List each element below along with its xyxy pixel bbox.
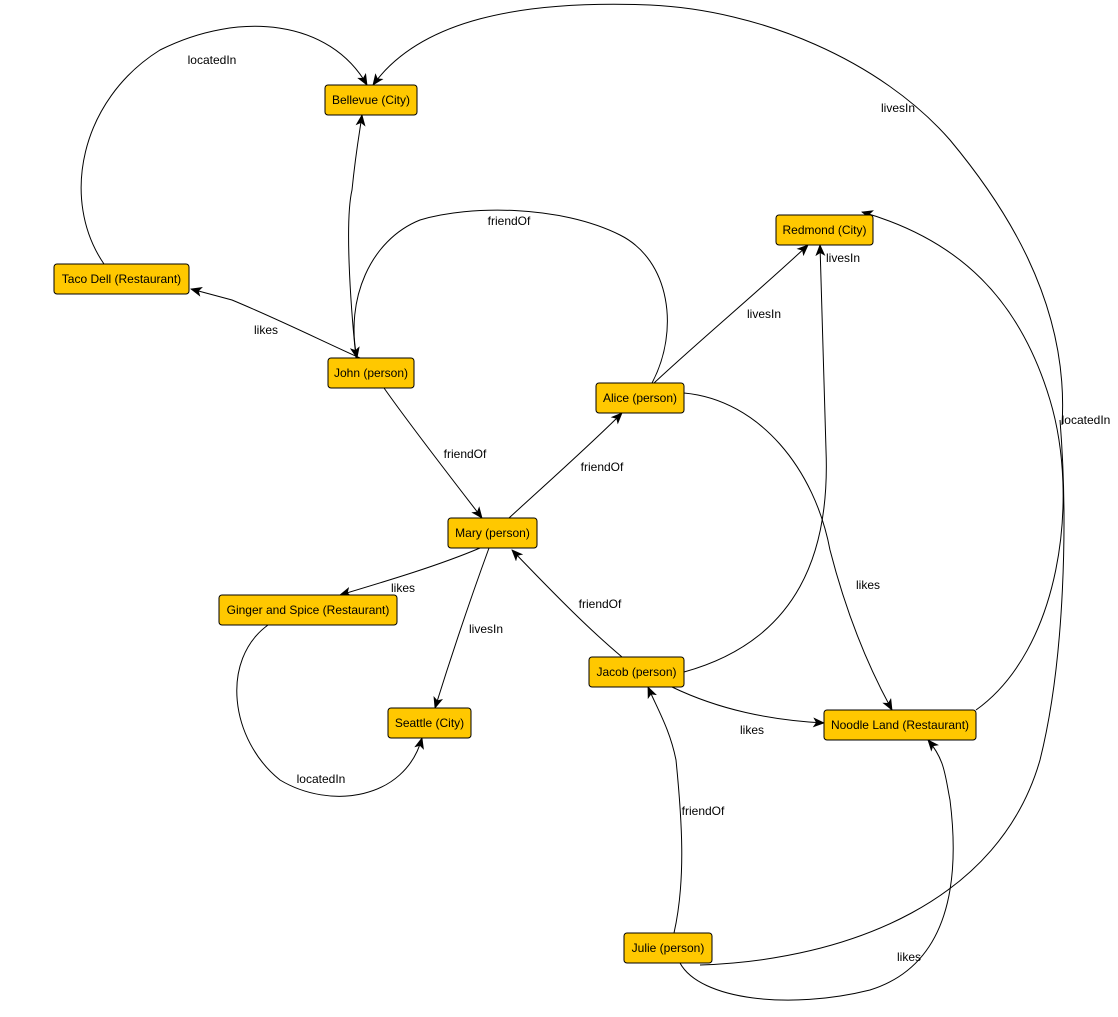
edge-label: likes (897, 950, 921, 964)
node-box[interactable] (218, 594, 398, 626)
edge-label: friendOf (581, 460, 624, 474)
edge-line (671, 686, 825, 728)
node-label: Alice (person) (603, 391, 677, 405)
node-redmond[interactable]: Redmond (City) (775, 214, 874, 246)
edge-noodle-redmond: locatedIn (861, 210, 1111, 711)
node-box[interactable] (823, 709, 977, 741)
edge-jacob-mary: friendOf (511, 549, 623, 658)
edge-label: friendOf (682, 804, 725, 818)
edge-line (647, 686, 683, 934)
node-box[interactable] (324, 84, 418, 116)
node-label: Bellevue (City) (332, 93, 410, 107)
edge-label: locatedIn (188, 53, 237, 67)
edge-mary-ginger: likes (339, 547, 481, 597)
node-tacodell[interactable]: Taco Dell (Restaurant) (53, 263, 190, 295)
node-box[interactable] (775, 214, 874, 246)
node-box[interactable] (387, 707, 472, 739)
edge-label: friendOf (488, 214, 531, 228)
edge-alice-john: friendOf (349, 209, 668, 384)
node-box[interactable] (327, 357, 415, 389)
edge-label: likes (254, 323, 278, 337)
nodes-layer: Bellevue (City) Redmond (City) Taco Dell (… (53, 84, 977, 964)
edge-mary-seattle: livesIn (433, 547, 503, 709)
edge-label: locatedIn (1062, 413, 1111, 427)
edge-label: livesIn (747, 307, 781, 321)
node-label: Seattle (City) (395, 716, 464, 730)
edge-line (679, 739, 954, 1001)
edge-line (433, 547, 490, 709)
node-label: Ginger and Spice (Restaurant) (227, 603, 390, 617)
node-box[interactable] (623, 932, 713, 964)
edge-label: likes (740, 723, 764, 737)
edge-line (339, 547, 481, 597)
edge-julie-jacob: friendOf (647, 686, 725, 934)
edge-label: livesIn (881, 101, 915, 115)
node-john[interactable]: John (person) (327, 357, 415, 389)
node-bellevue[interactable]: Bellevue (City) (324, 84, 418, 116)
node-box[interactable] (447, 517, 538, 549)
node-label: Taco Dell (Restaurant) (62, 272, 181, 286)
edge-line (653, 244, 809, 384)
edge-line (383, 387, 483, 519)
node-label: Jacob (person) (596, 665, 676, 679)
node-label: John (person) (334, 366, 408, 380)
node-label: Noodle Land (Restaurant) (831, 718, 969, 732)
edge-label: likes (391, 581, 415, 595)
node-label: Redmond (City) (782, 223, 866, 237)
edge-label: livesIn (826, 251, 860, 265)
node-seattle[interactable]: Seattle (City) (387, 707, 472, 739)
edge-line (508, 412, 623, 519)
edges-layer: locatedIn livesIn livesIn likes friendOf frie… (80, 3, 1111, 1001)
edge-line (861, 210, 1064, 711)
edge-john-mary: friendOf (383, 387, 487, 519)
edge-label: locatedIn (297, 772, 346, 786)
node-ginger[interactable]: Ginger and Spice (Restaurant) (218, 594, 398, 626)
edge-julie-noodle: likes (679, 739, 954, 1001)
edge-alice-noodle: likes (683, 392, 893, 711)
edge-john-tacodell: likes (190, 287, 361, 359)
node-jacob[interactable]: Jacob (person) (588, 656, 685, 688)
edge-jacob-redmond: livesIn (683, 244, 860, 673)
edge-alice-redmond: livesIn (653, 244, 809, 384)
edge-label: friendOf (579, 597, 622, 611)
edge-line (511, 549, 623, 658)
node-label: Mary (person) (455, 526, 530, 540)
node-label: Julie (person) (632, 941, 705, 955)
edge-label: friendOf (444, 447, 487, 461)
edge-line (699, 419, 1065, 966)
edge-line (190, 287, 361, 359)
node-mary[interactable]: Mary (person) (447, 517, 538, 549)
edge-redmond-bellevue: livesIn (372, 3, 1064, 426)
edge-line (80, 25, 368, 265)
edge-line (683, 244, 827, 673)
edge-line (348, 114, 366, 359)
edge-line (683, 392, 893, 711)
edge-john-bellevue: livesIn (331, 114, 366, 375)
edge-tacodell-bellevue: locatedIn (80, 25, 368, 265)
edge-mary-alice: friendOf (508, 412, 624, 519)
node-alice[interactable]: Alice (person) (595, 382, 685, 414)
edge-label: livesIn (469, 622, 503, 636)
node-box[interactable] (588, 656, 685, 688)
edge-label: likes (856, 578, 880, 592)
edge-line (372, 3, 1064, 426)
node-box[interactable] (53, 263, 190, 295)
edge-jacob-noodle: likes (671, 686, 825, 737)
edge-line (349, 209, 668, 384)
node-julie[interactable]: Julie (person) (623, 932, 713, 964)
edge-ginger-seattle: locatedIn (236, 624, 424, 797)
node-noodle[interactable]: Noodle Land (Restaurant) (823, 709, 977, 741)
edge-line (236, 624, 424, 797)
node-box[interactable] (595, 382, 685, 414)
